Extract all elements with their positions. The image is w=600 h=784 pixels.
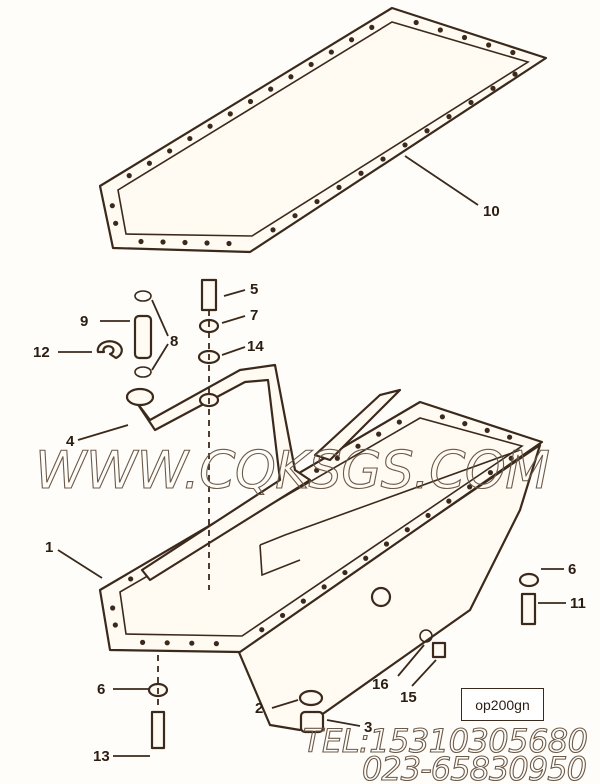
bolt-hole (490, 85, 496, 91)
bolt-hole (109, 203, 115, 209)
bolt-hole (487, 469, 494, 476)
bolt-hole (342, 569, 348, 576)
oil-pan-part-1 (98, 400, 544, 732)
callout-4: 4 (66, 433, 75, 450)
bolt-hole (164, 640, 170, 646)
bolt-hole (300, 598, 306, 604)
bolt-hole (308, 61, 314, 68)
bolt-hole (182, 239, 188, 246)
watermark-url: WWW.CQKSGS.COM (35, 441, 550, 501)
callout-14: 14 (247, 338, 264, 355)
callout-6-left: 6 (97, 681, 105, 698)
bolt-hole (468, 99, 474, 106)
bolt-hole (213, 641, 219, 647)
callout-3: 3 (364, 719, 372, 736)
callout-11: 11 (570, 595, 586, 612)
callout-16: 16 (372, 676, 389, 693)
bolt-hole (512, 71, 518, 77)
bolt-hole (439, 414, 445, 420)
bolt-hole (508, 455, 514, 461)
leader-lines (57, 155, 566, 757)
bolt-hole (268, 86, 274, 92)
bolt-hole (484, 427, 490, 433)
bolt-hole (126, 173, 132, 179)
bolt-hole (424, 128, 430, 134)
bolt-hole (486, 42, 492, 48)
bolt-hole (461, 34, 468, 41)
bolt-hole (383, 541, 390, 547)
bolt-hole (226, 240, 232, 247)
bolt-hole (404, 527, 410, 533)
bolt-hole (380, 156, 386, 162)
callout-5: 5 (250, 281, 258, 298)
bolt-hole (160, 239, 166, 245)
callout-6-right: 6 (568, 561, 576, 578)
bolt-hole (292, 213, 298, 219)
watermark-phone2: 023-65830950 (362, 750, 587, 784)
bolt-hole (462, 421, 468, 427)
bolt-hole (467, 484, 473, 490)
callout-1: 1 (45, 539, 53, 556)
bolt-hole (402, 142, 408, 148)
bolt-hole (189, 640, 195, 646)
watermark: WWW.CQKSGS.COM TEL:15310305680 023-65830… (34, 440, 588, 784)
bolt-hole (355, 443, 361, 449)
bolt-hole (363, 555, 369, 561)
callout-12: 12 (33, 344, 50, 361)
bolt-hole (259, 627, 265, 633)
bolt-hole (140, 639, 146, 646)
bolt-hole (348, 37, 355, 43)
bolt-hole (227, 111, 233, 117)
bolt-hole (446, 114, 452, 120)
callout-labels: 10 5 7 14 9 8 12 4 1 6 11 16 15 2 3 6 13 (33, 203, 586, 765)
callout-8: 8 (170, 333, 178, 350)
bolt-hole (334, 455, 340, 461)
bolt-hole (128, 576, 134, 582)
bolt-hole (358, 170, 364, 176)
callout-2: 2 (255, 700, 263, 717)
callout-13: 13 (93, 748, 110, 765)
reference-code-box: op200gn (461, 688, 544, 721)
callout-9: 9 (80, 313, 88, 330)
bolt-hole (437, 27, 443, 33)
bolt-hole (396, 419, 402, 425)
bolt-hole (138, 238, 144, 245)
bolt-hole (425, 512, 431, 519)
bolt-hole (207, 123, 213, 129)
bolt-hole (146, 160, 153, 166)
bolt-hole (204, 240, 210, 246)
callout-7: 7 (250, 307, 258, 324)
bolt-hole (112, 622, 118, 628)
suction-tube-part-4 (125, 363, 402, 582)
bolt-hole (270, 227, 276, 233)
bolt-hole (167, 148, 173, 154)
callout-15: 15 (400, 689, 417, 706)
bolt-hole (321, 584, 327, 590)
small-parts (96, 278, 540, 750)
watermark-phone: TEL:15310305680 (303, 722, 588, 760)
bolt-hole (110, 605, 116, 611)
bolt-hole (113, 220, 119, 226)
bolt-hole (413, 19, 419, 26)
bolt-hole (187, 135, 193, 142)
bolt-hole (288, 74, 294, 80)
bolt-hole (314, 198, 320, 205)
bolt-hole (247, 98, 254, 105)
bolt-hole (510, 49, 516, 56)
bolt-hole (336, 184, 342, 190)
bolt-hole (279, 612, 286, 619)
callout-10: 10 (483, 203, 500, 220)
bolt-hole (376, 431, 382, 437)
gasket-part-10 (98, 6, 548, 254)
bolt-hole (507, 434, 513, 440)
bolt-hole (314, 467, 320, 473)
bolt-hole (446, 498, 452, 504)
bolt-hole (328, 49, 334, 55)
bolt-hole (369, 24, 375, 30)
